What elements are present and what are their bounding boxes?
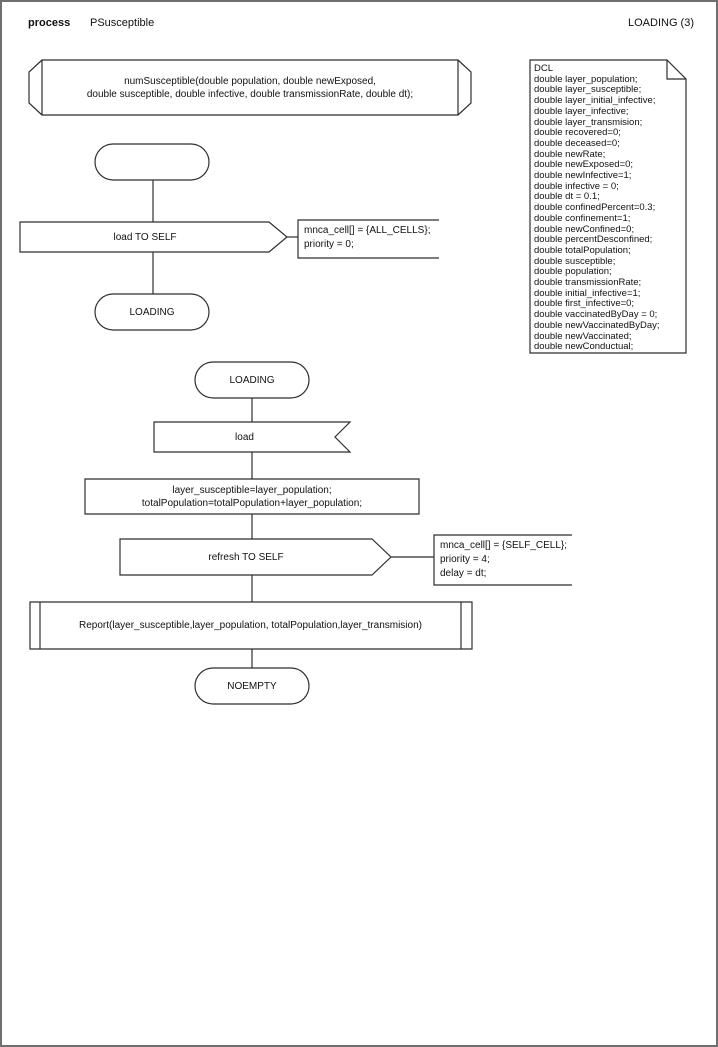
loading-next-state-symbol[interactable] [95,294,209,330]
procedure-declaration-box [42,60,458,115]
output-load-to-self-symbol[interactable] [20,222,287,252]
task-assignment-symbol[interactable] [85,479,419,514]
header-page-label: LOADING (3) [627,17,694,29]
procedure-call-report-symbol[interactable] [30,602,472,649]
output-refresh-to-self-symbol[interactable] [120,539,391,575]
annotation-all-cells-bracket[interactable] [298,220,439,258]
input-load-symbol[interactable] [154,422,350,452]
dcl-note-symbol[interactable] [530,60,686,353]
procedure-call-box [30,602,472,649]
dcl-note-fold [667,60,686,79]
noempty-state-symbol[interactable] [195,668,309,704]
annotation-self-cell-bracket[interactable] [434,535,572,585]
header-process-title: PSusceptible [90,17,155,29]
loading-state-symbol[interactable] [195,362,309,398]
procedure-declaration-left-chamfer [29,60,42,115]
dcl-note-outline [530,60,686,353]
procedure-declaration-symbol[interactable] [29,60,471,115]
procedure-declaration-right-chamfer [458,60,471,115]
header-doc-type: process [28,17,71,29]
start-state-symbol[interactable] [95,144,209,180]
